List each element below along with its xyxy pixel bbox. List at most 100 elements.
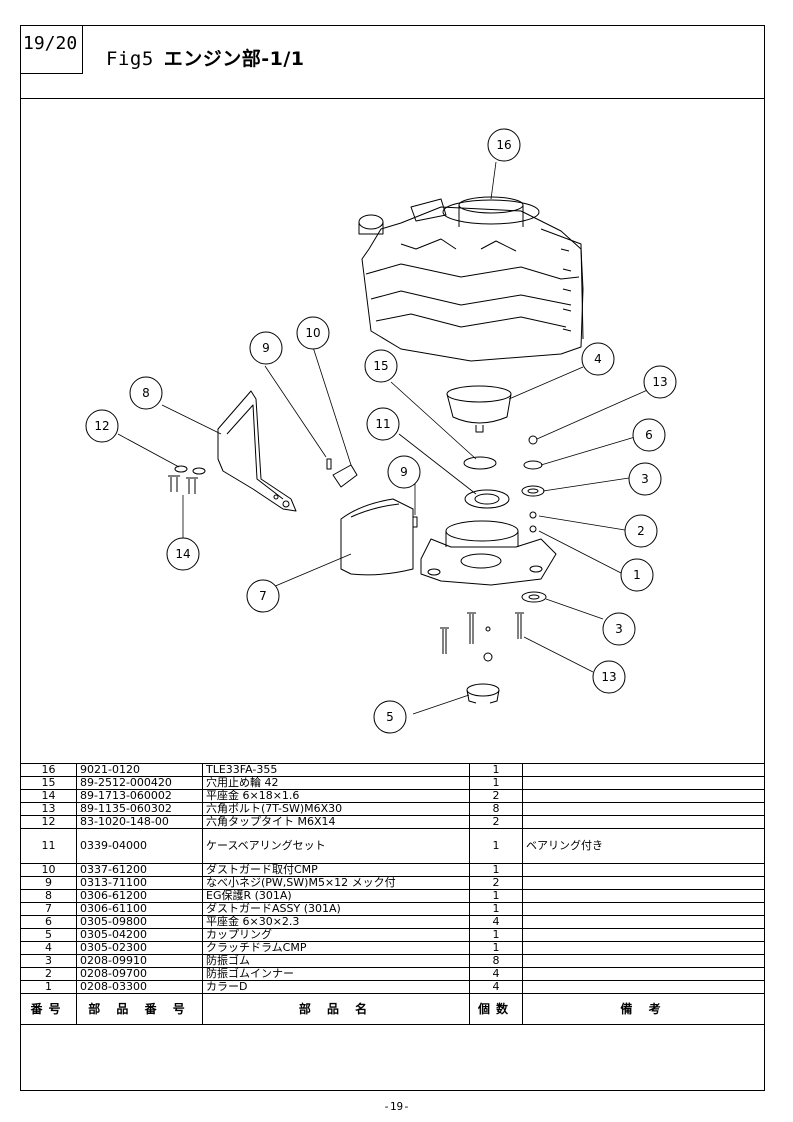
row-number: 11 bbox=[20, 828, 77, 864]
callout-label: 2 bbox=[637, 524, 645, 538]
header-remarks: 備 考 bbox=[522, 993, 765, 1025]
remarks bbox=[522, 967, 765, 981]
callout: 14 bbox=[166, 537, 200, 571]
quantity: 2 bbox=[469, 876, 523, 890]
quantity: 1 bbox=[469, 863, 523, 877]
callout: 10 bbox=[296, 316, 330, 350]
callout: 3 bbox=[628, 462, 662, 496]
remarks bbox=[522, 763, 765, 777]
callout-label: 15 bbox=[373, 359, 388, 373]
quantity: 8 bbox=[469, 802, 523, 816]
row-number: 8 bbox=[20, 889, 77, 903]
header-part-name: 部 品 名 bbox=[202, 993, 470, 1025]
part-name: ダストガードASSY (301A) bbox=[202, 902, 470, 916]
quantity: 1 bbox=[469, 928, 523, 942]
part-number: 83-1020-148-00 bbox=[76, 815, 203, 829]
callout: 4 bbox=[581, 342, 615, 376]
remarks bbox=[522, 941, 765, 955]
dust-guard-illustration bbox=[340, 498, 414, 576]
callout-balloons: 16 4 13 6 3 2 1 3 13 5 15 11 9 10 9 8 12… bbox=[85, 128, 677, 734]
part-number: 0305-09800 bbox=[76, 915, 203, 929]
row-number: 2 bbox=[20, 967, 77, 981]
title-divider bbox=[20, 98, 765, 99]
clutch-drum-illustration bbox=[446, 385, 512, 433]
part-number: 0313-71100 bbox=[76, 876, 203, 890]
part-number: 89-1713-060002 bbox=[76, 789, 203, 803]
callout-label: 16 bbox=[496, 138, 511, 152]
bearing-case-illustration bbox=[420, 520, 557, 586]
part-name: カラーD bbox=[202, 980, 470, 994]
row-number: 4 bbox=[20, 941, 77, 955]
part-number: 0208-09700 bbox=[76, 967, 203, 981]
part-number: 0339-04000 bbox=[76, 828, 203, 864]
part-name: TLE33FA-355 bbox=[202, 763, 470, 777]
part-number: 89-1135-060302 bbox=[76, 802, 203, 816]
callout-label: 10 bbox=[305, 326, 320, 340]
remarks bbox=[522, 789, 765, 803]
table-header-row: 番号 部 品 番 号 部 品 名 個数 備 考 bbox=[20, 993, 765, 1025]
part-number: 9021-0120 bbox=[76, 763, 203, 777]
callout: 6 bbox=[632, 418, 666, 452]
part-number: 0337-61200 bbox=[76, 863, 203, 877]
callout-label: 12 bbox=[94, 419, 109, 433]
callout: 5 bbox=[373, 700, 407, 734]
callout-label: 6 bbox=[645, 428, 653, 442]
row-number: 14 bbox=[20, 789, 77, 803]
quantity: 1 bbox=[469, 902, 523, 916]
callout: 3 bbox=[602, 612, 636, 646]
part-number: 0305-04200 bbox=[76, 928, 203, 942]
remarks bbox=[522, 889, 765, 903]
quantity: 1 bbox=[469, 763, 523, 777]
engine-illustration bbox=[358, 196, 584, 362]
quantity: 1 bbox=[469, 889, 523, 903]
header-part-number: 部 品 番 号 bbox=[76, 993, 203, 1025]
page-number-box: 19/20 bbox=[20, 25, 83, 74]
quantity: 4 bbox=[469, 967, 523, 981]
remarks bbox=[522, 928, 765, 942]
row-number: 10 bbox=[20, 863, 77, 877]
part-name: 防振ゴム bbox=[202, 954, 470, 968]
leader-lines bbox=[117, 161, 662, 715]
part-number: 0306-61200 bbox=[76, 889, 203, 903]
callout-label: 5 bbox=[386, 710, 394, 724]
header-quantity: 個数 bbox=[469, 993, 523, 1025]
part-name: 平座金 6×30×2.3 bbox=[202, 915, 470, 929]
part-name: 六角タップタイト M6X14 bbox=[202, 815, 470, 829]
part-number: 0208-03300 bbox=[76, 980, 203, 994]
quantity: 1 bbox=[469, 941, 523, 955]
part-number: 0306-61100 bbox=[76, 902, 203, 916]
callout-label: 4 bbox=[594, 352, 602, 366]
callout: 9 bbox=[249, 331, 283, 365]
callout-label: 9 bbox=[262, 341, 270, 355]
remarks: ベアリング付き bbox=[522, 828, 765, 864]
part-name: ダストガード取付CMP bbox=[202, 863, 470, 877]
page-footer: -19- bbox=[383, 1100, 410, 1113]
part-name: 穴用止め輪 42 bbox=[202, 776, 470, 790]
callout: 9 bbox=[387, 455, 421, 489]
remarks bbox=[522, 915, 765, 929]
callout: 15 bbox=[364, 349, 398, 383]
callout: 16 bbox=[487, 128, 521, 162]
remarks bbox=[522, 863, 765, 877]
quantity: 4 bbox=[469, 980, 523, 994]
remarks bbox=[522, 954, 765, 968]
callout-label: 7 bbox=[259, 589, 267, 603]
row-number: 3 bbox=[20, 954, 77, 968]
remarks bbox=[522, 876, 765, 890]
quantity: 8 bbox=[469, 954, 523, 968]
callout: 1 bbox=[620, 558, 654, 592]
callout-label: 8 bbox=[142, 386, 150, 400]
row-number: 13 bbox=[20, 802, 77, 816]
row-number: 7 bbox=[20, 902, 77, 916]
